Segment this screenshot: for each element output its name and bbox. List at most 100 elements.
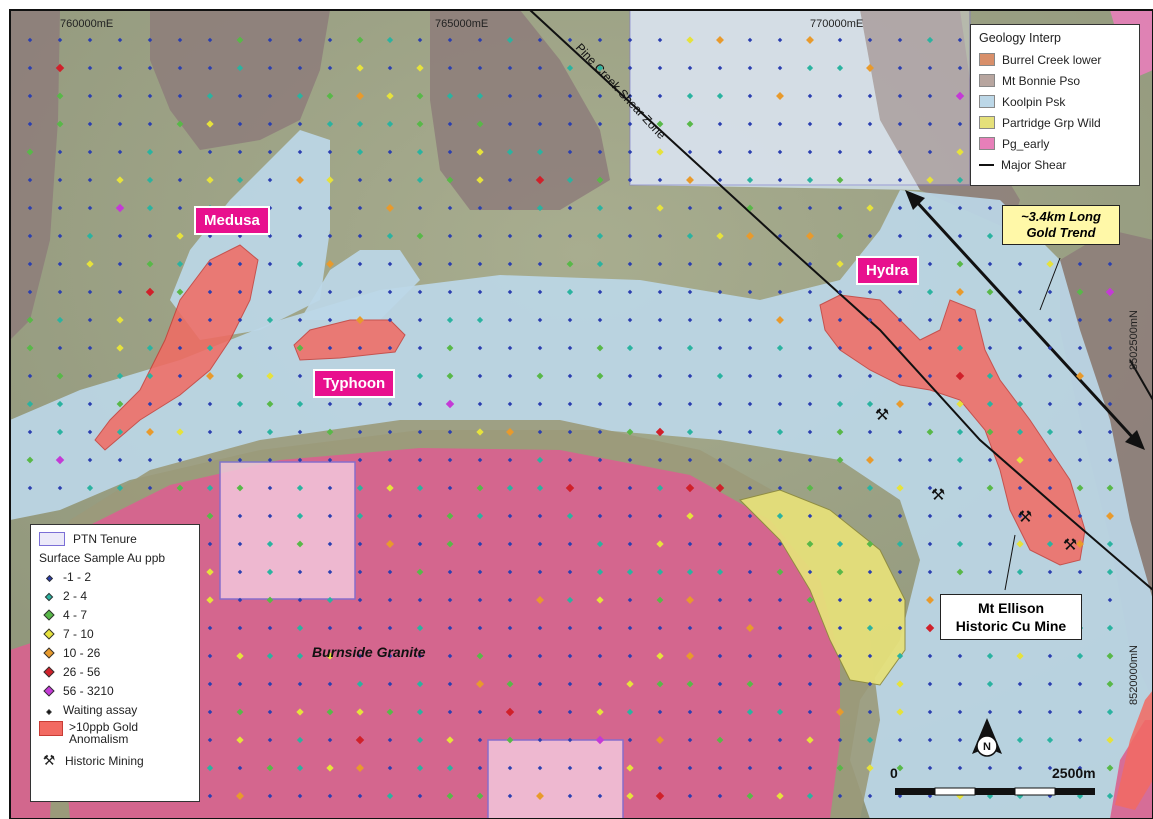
sample-point: [867, 317, 873, 323]
sample-point: [416, 764, 424, 772]
sample-point: [567, 709, 573, 715]
sample-point: [357, 261, 363, 267]
sample-point: [476, 512, 484, 520]
sample-point: [236, 372, 244, 380]
sample-dot-icon: [43, 665, 55, 678]
sample-point: [747, 261, 753, 267]
geology-legend-item: Burrel Creek lower: [979, 49, 1131, 70]
sample-point: [477, 373, 483, 379]
sample-point: [717, 261, 723, 267]
sample-point: [417, 289, 423, 295]
geology-legend-item: Mt Bonnie Pso: [979, 70, 1131, 91]
sample-point: [267, 345, 273, 351]
sample-point: [687, 793, 693, 799]
trend-callout-leader: [1039, 257, 1061, 311]
sample-point: [1047, 485, 1053, 491]
sample-point: [927, 485, 933, 491]
sample-point: [1106, 568, 1114, 576]
sample-point: [837, 317, 843, 323]
sample-point: [657, 401, 663, 407]
sample-point: [206, 92, 214, 100]
sample-point: [626, 680, 634, 688]
sample-point: [447, 261, 453, 267]
sample-point: [506, 428, 514, 436]
sample-point: [777, 597, 783, 603]
sample-point: [416, 624, 424, 632]
sample-point: [1017, 681, 1023, 687]
sample-point: [357, 541, 363, 547]
sample-point: [146, 148, 154, 156]
trend-callout-line-1: ~3.4km Long: [1021, 209, 1101, 224]
sample-point: [296, 484, 304, 492]
sample-point: [776, 792, 784, 800]
sample-point: [867, 793, 873, 799]
sample-point: [567, 317, 573, 323]
sample-point: [207, 317, 213, 323]
sample-point: [656, 120, 664, 128]
sample-point: [597, 653, 603, 659]
major-shear-east: [1129, 359, 1153, 401]
sample-point: [717, 457, 723, 463]
trend-arrow-head-nw: [905, 190, 925, 210]
tenure-block-1: [219, 461, 356, 600]
sample-point: [747, 429, 753, 435]
sample-point: [417, 345, 423, 351]
sample-point: [327, 289, 333, 295]
unit-koolpin-north-block: [630, 10, 920, 190]
sample-point: [717, 429, 723, 435]
major-shear-pine-creek: [529, 9, 1153, 591]
sample-point: [717, 765, 723, 771]
sample-legend: PTN Tenure Surface Sample Au ppb -1 - 2 …: [30, 524, 200, 802]
sample-point: [1076, 652, 1084, 660]
north-arrow-icon: N: [972, 718, 1002, 757]
map-frame: [9, 9, 1153, 819]
sample-point: [867, 569, 873, 575]
sample-point: [146, 428, 154, 436]
sample-point: [416, 708, 424, 716]
unit-partridge-grp: [739, 489, 906, 686]
sample-point: [867, 597, 873, 603]
sample-point: [897, 737, 903, 743]
sample-point: [806, 232, 814, 240]
sample-point: [26, 456, 34, 464]
sample-point: [356, 64, 364, 72]
sample-point: [986, 652, 994, 660]
geology-legend-item: Partridge Grp Wild: [979, 112, 1131, 133]
sample-point: [807, 261, 813, 267]
sample-point: [837, 737, 843, 743]
sample-point: [1047, 569, 1053, 575]
sample-point: [567, 541, 573, 547]
sample-point: [1106, 736, 1114, 744]
sample-point: [837, 681, 843, 687]
sample-point: [626, 792, 634, 800]
sample-point: [685, 483, 695, 493]
sample-point: [836, 176, 844, 184]
anomaly-hydra: [819, 294, 1086, 566]
sample-point: [717, 653, 723, 659]
sample-point: [537, 625, 543, 631]
sample-point: [837, 289, 843, 295]
sample-point: [297, 597, 303, 603]
sample-point: [565, 483, 575, 493]
sample-point: [927, 401, 933, 407]
sample-point: [357, 289, 363, 295]
sample-point: [447, 485, 453, 491]
sample-point: [387, 289, 393, 295]
sample-point: [927, 569, 933, 575]
sample-point: [1047, 317, 1053, 323]
easting-label-760000: 760000mE: [60, 18, 114, 30]
sample-point: [476, 652, 484, 660]
sample-point: [807, 681, 813, 687]
sample-point: [507, 569, 513, 575]
sample-point: [1047, 709, 1053, 715]
sample-point: [507, 317, 513, 323]
sample-point: [357, 429, 363, 435]
sample-point: [445, 399, 455, 409]
sample-point: [927, 709, 933, 715]
sample-point: [356, 708, 364, 716]
sample-legend-class: 4 - 7: [39, 605, 191, 624]
sample-point: [416, 736, 424, 744]
sample-point: [387, 429, 393, 435]
sample-point: [86, 260, 94, 268]
sample-point: [567, 345, 573, 351]
